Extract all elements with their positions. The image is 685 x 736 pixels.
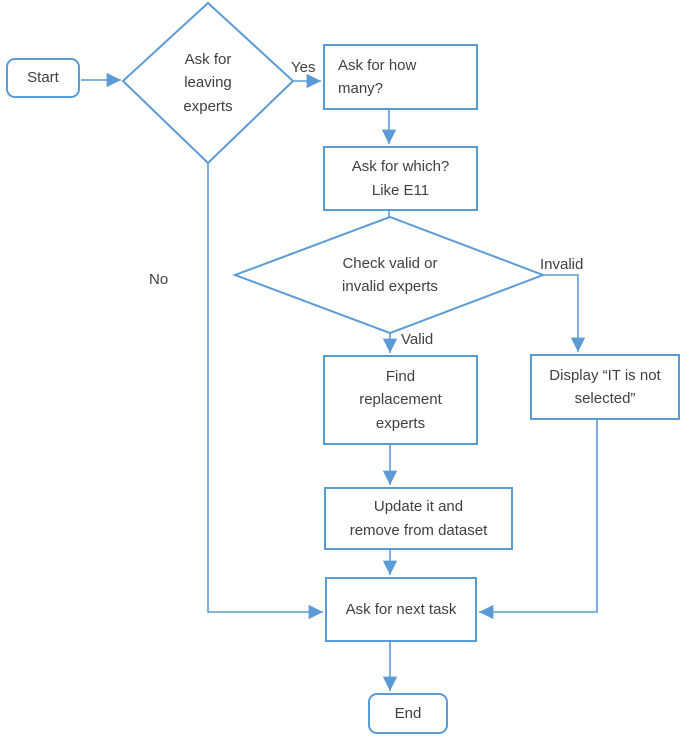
decision-check-valid-diamond — [232, 215, 546, 335]
node-start-label: Start — [27, 69, 59, 87]
edge-invalid-to-display — [543, 274, 586, 352]
node-update-dataset: Update it and remove from dataset — [324, 487, 513, 550]
edge-label-no: No — [149, 271, 169, 288]
edge-label-valid: Valid — [401, 331, 434, 348]
node-ask-next-task: Ask for next task — [325, 577, 477, 642]
node-display-not-selected-label: Display “IT is not selected” — [549, 366, 661, 407]
node-ask-how-many: Ask for how many? — [323, 44, 478, 110]
node-ask-which-label: Ask for which? Like E11 — [351, 158, 450, 199]
node-find-replacement-label: Find replacement experts — [359, 368, 442, 432]
node-end-label: End — [394, 704, 422, 722]
node-find-replacement: Find replacement experts — [323, 355, 478, 445]
edge-label-yes: Yes — [291, 59, 316, 76]
node-ask-how-many-label: Ask for how many? — [338, 56, 417, 97]
node-ask-next-task-label: Ask for next task — [345, 600, 457, 618]
edge-label-invalid: Invalid — [540, 256, 584, 273]
node-update-dataset-label: Update it and remove from dataset — [349, 498, 488, 539]
edge-no-to-next-task — [207, 163, 323, 620]
node-start: Start — [6, 58, 80, 98]
node-display-not-selected: Display “IT is not selected” — [530, 354, 680, 420]
decision-ask-leaving-diamond — [121, 1, 295, 165]
edge-display-to-next-task — [479, 420, 598, 620]
node-ask-which: Ask for which? Like E11 — [323, 146, 478, 211]
node-end: End — [368, 693, 448, 734]
